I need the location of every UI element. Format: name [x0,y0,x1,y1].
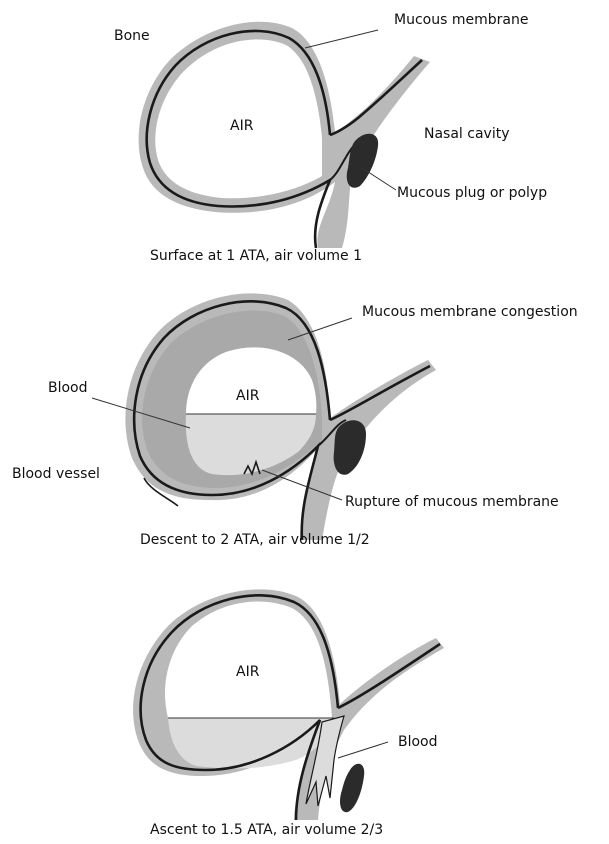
leader-plug [362,168,396,190]
panel-descent: AIR Mucous membrane congestion Blood Blo… [12,293,578,548]
leader-mucous-membrane [305,30,378,48]
nasal-cavity-label: Nasal cavity [424,126,510,142]
rupture-label: Rupture of mucous membrane [345,494,559,510]
congestion-label: Mucous membrane congestion [362,304,578,320]
air-label: AIR [230,118,254,134]
plug-label: Mucous plug or polyp [397,185,547,201]
air-label: AIR [236,664,260,680]
panel-surface: AIR Bone Mucous membrane Nasal cavity Mu… [114,12,547,264]
mucous-plug [334,420,366,474]
leader-blood [338,742,388,758]
mucous-plug [340,764,364,812]
blood-label: Blood [48,380,88,396]
panel-ascent: AIR Blood Ascent to 1.5 ATA, air volume … [133,589,444,838]
blood-label: Blood [398,734,438,750]
caption-surface: Surface at 1 ATA, air volume 1 [150,248,362,264]
air-label: AIR [236,388,260,404]
mucous-membrane-label: Mucous membrane [394,12,528,28]
blood-vessel-label: Blood vessel [12,466,100,482]
bone-label: Bone [114,28,150,44]
caption-ascent: Ascent to 1.5 ATA, air volume 2/3 [150,822,383,838]
caption-descent: Descent to 2 ATA, air volume 1/2 [140,532,370,548]
